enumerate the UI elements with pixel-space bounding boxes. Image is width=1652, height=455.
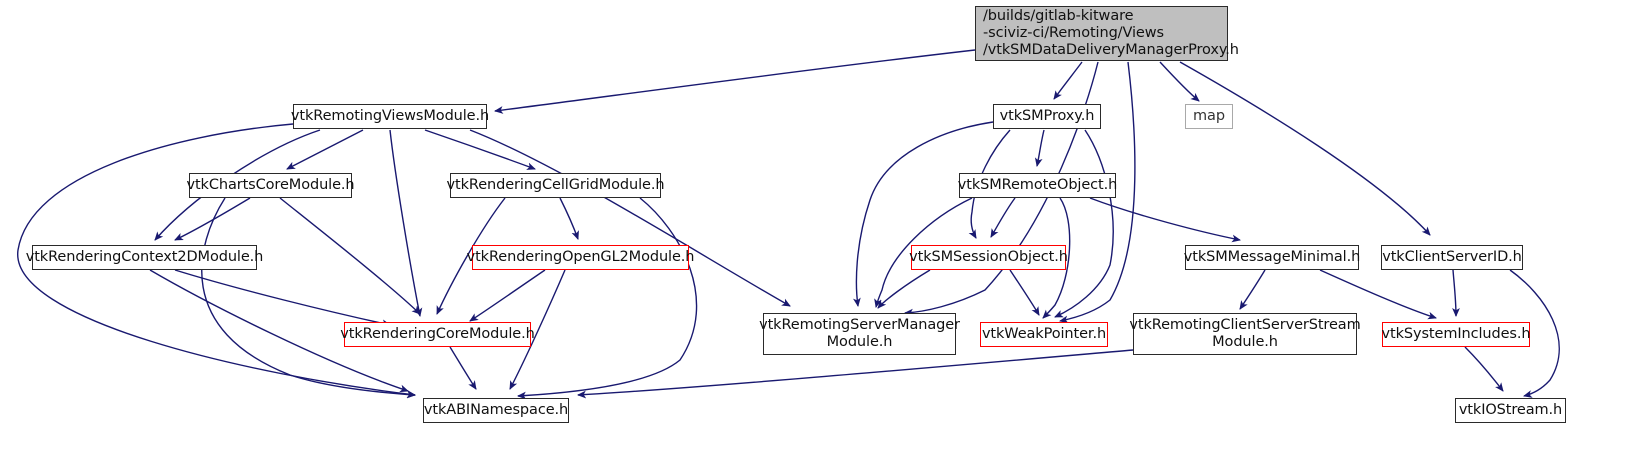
node-vtk-rendering-context2d-module[interactable]: vtkRenderingContext2DModule.h bbox=[26, 245, 263, 270]
node-vtk-sm-message-minimal[interactable]: vtkSMMessageMinimal.h bbox=[1184, 245, 1360, 270]
node-vtk-client-server-id[interactable]: vtkClientServerID.h bbox=[1381, 245, 1523, 270]
node-vtk-charts-core-module[interactable]: vtkChartsCoreModule.h bbox=[186, 173, 355, 198]
node-vtk-weak-pointer[interactable]: vtkWeakPointer.h bbox=[980, 322, 1108, 347]
node-vtk-remoting-server-manager-module[interactable]: vtkRemotingServerManager Module.h bbox=[759, 313, 960, 355]
node-vtk-iostream[interactable]: vtkIOStream.h bbox=[1455, 398, 1566, 423]
node-vtk-rendering-cell-grid-module[interactable]: vtkRenderingCellGridModule.h bbox=[447, 173, 665, 198]
node-vtk-sm-remote-object[interactable]: vtkSMRemoteObject.h bbox=[958, 173, 1117, 198]
node-vtk-abi-namespace[interactable]: vtkABINamespace.h bbox=[423, 398, 569, 423]
node-root[interactable]: /builds/gitlab-kitware -sciviz-ci/Remoti… bbox=[975, 6, 1239, 61]
node-vtk-remoting-client-server-stream-module[interactable]: vtkRemotingClientServerStream Module.h bbox=[1129, 313, 1361, 355]
node-vtk-sm-session-object[interactable]: vtkSMSessionObject.h bbox=[909, 245, 1068, 270]
node-vtk-remoting-views-module[interactable]: vtkRemotingViewsModule.h bbox=[291, 104, 489, 129]
node-map[interactable]: map bbox=[1185, 104, 1233, 129]
node-vtk-rendering-opengl2-module[interactable]: vtkRenderingOpenGL2Module.h bbox=[467, 245, 695, 270]
node-vtk-system-includes[interactable]: vtkSystemIncludes.h bbox=[1382, 322, 1531, 347]
node-vtk-rendering-core-module[interactable]: vtkRenderingCoreModule.h bbox=[340, 322, 535, 347]
node-vtk-sm-proxy[interactable]: vtkSMProxy.h bbox=[993, 104, 1101, 129]
